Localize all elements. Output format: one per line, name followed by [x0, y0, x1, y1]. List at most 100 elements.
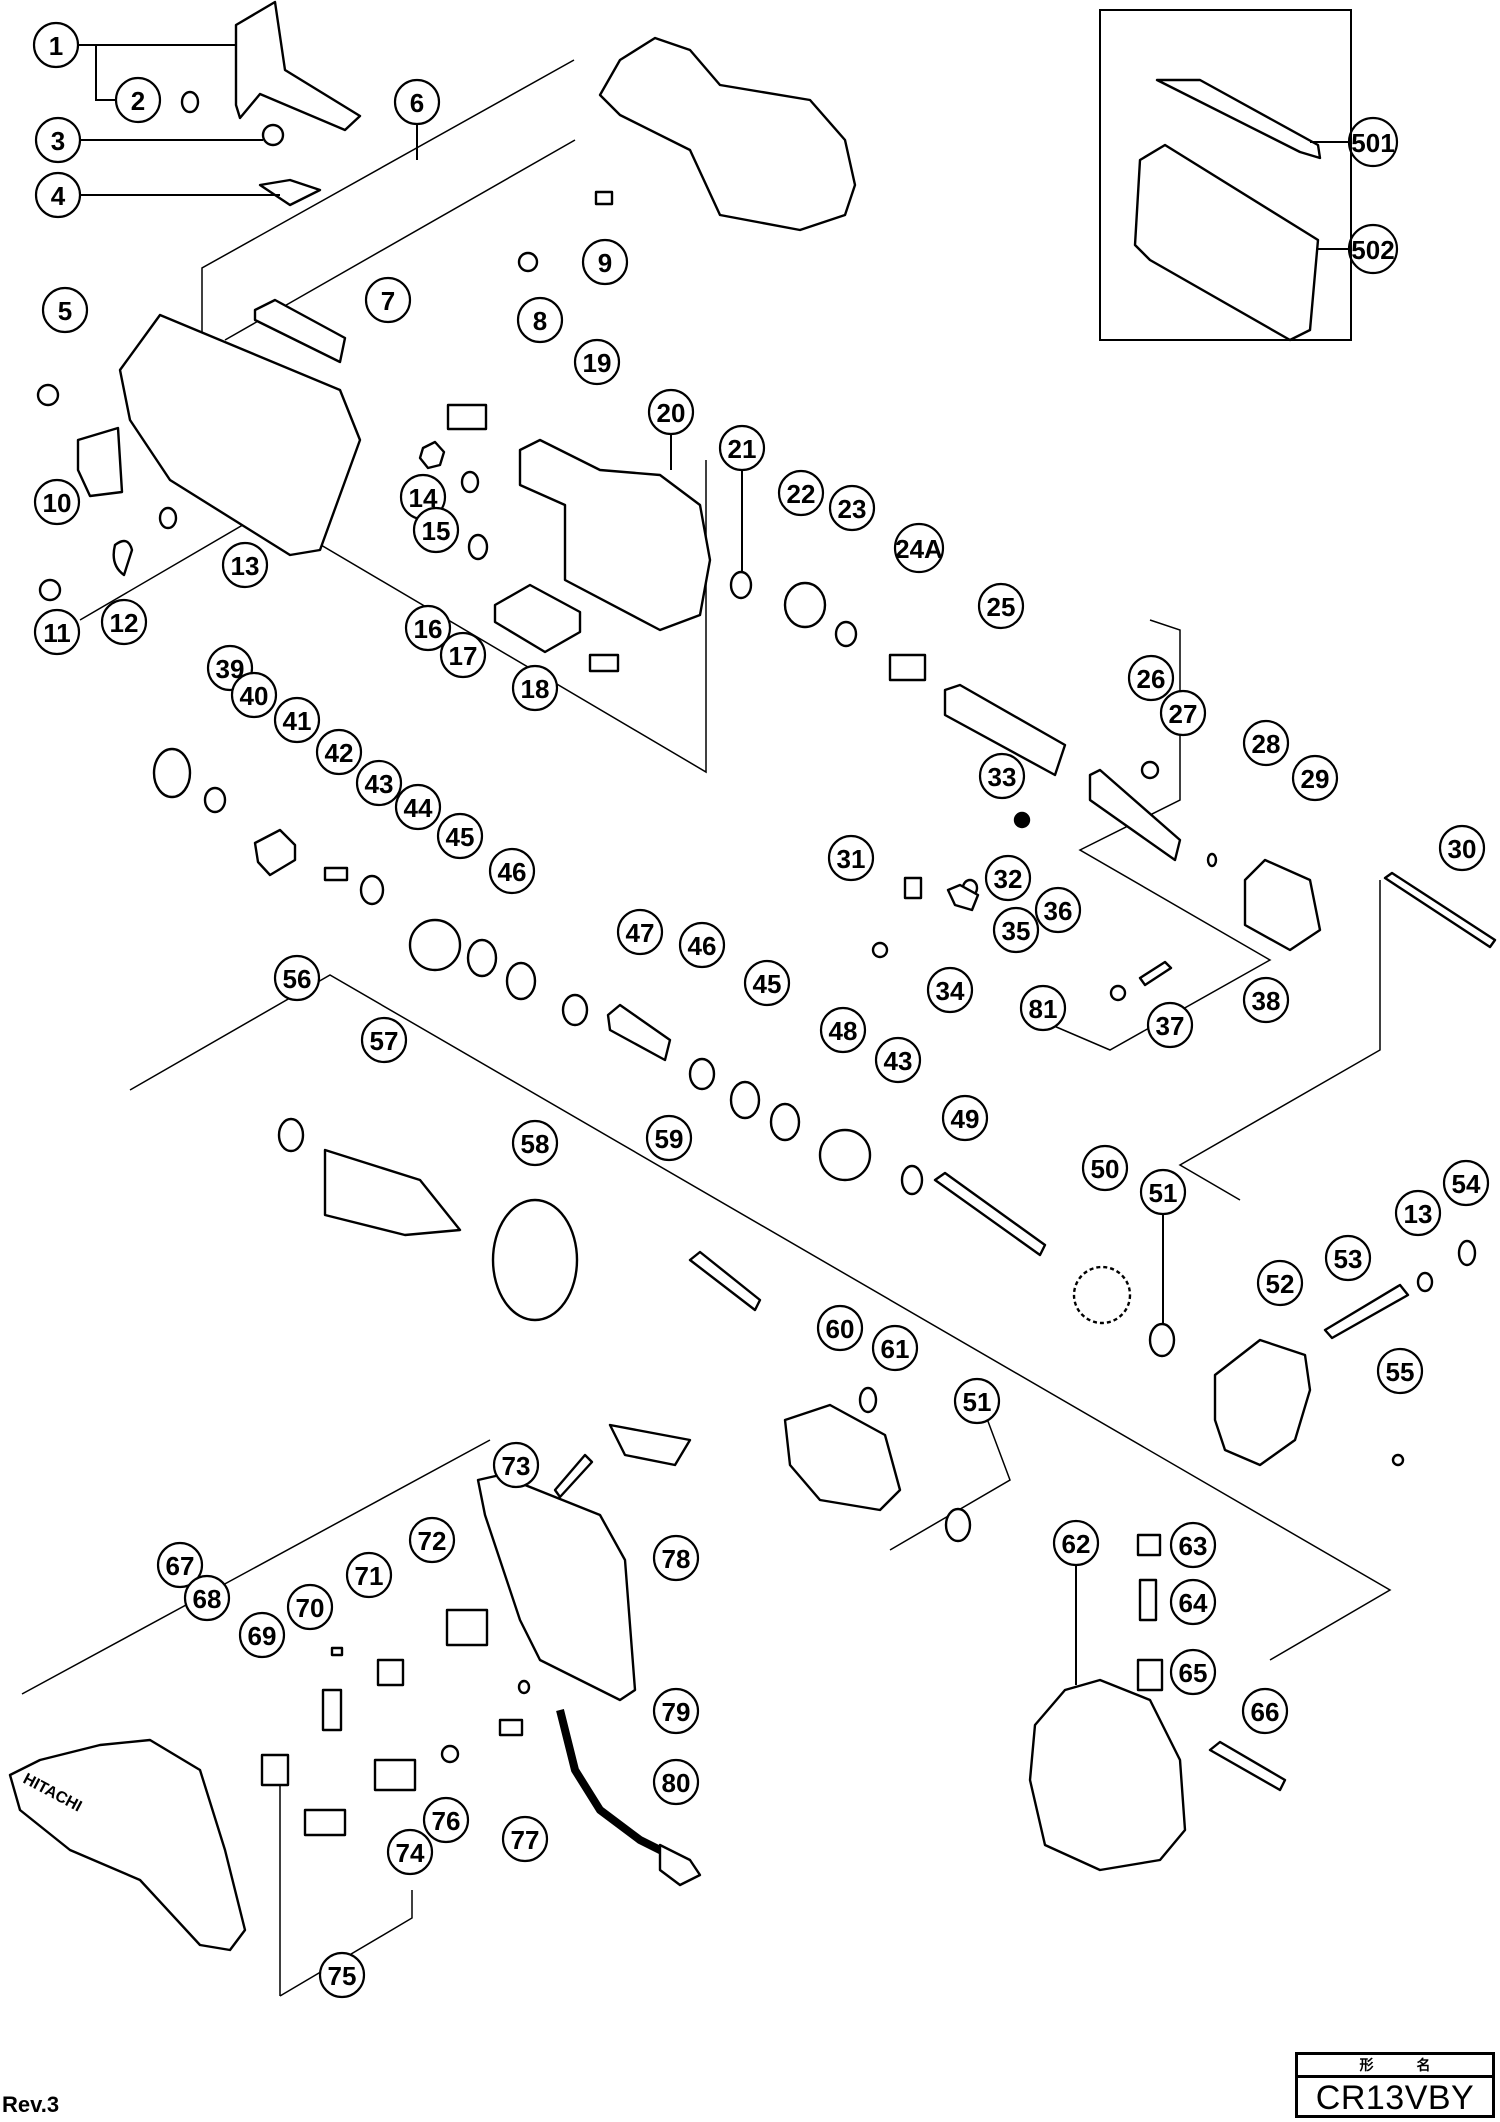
callout-number: 62 [1062, 1529, 1091, 1559]
callout-72: 72 [408, 1516, 456, 1564]
callout-circle [355, 759, 403, 807]
callout-number: 64 [1179, 1588, 1208, 1618]
callout-circle [984, 854, 1032, 902]
part-washer-13b [1416, 1271, 1434, 1293]
callout-circle [516, 296, 564, 344]
callout-circle [1291, 754, 1339, 802]
callout-number: 72 [418, 1526, 447, 1556]
callout-63: 63 [1169, 1521, 1217, 1569]
callout-circle [1081, 1144, 1129, 1192]
part-inner-cover [1213, 1338, 1312, 1467]
callout-circle [408, 1516, 456, 1564]
callout-60: 60 [816, 1304, 864, 1352]
callout-circle [404, 604, 452, 652]
part-ring-26 [1140, 760, 1160, 780]
callout-circle [1438, 824, 1486, 872]
callout-79: 79 [652, 1687, 700, 1735]
callout-8: 8 [516, 296, 564, 344]
part-housing-top [598, 36, 857, 232]
part-bolt-59 [688, 1250, 762, 1312]
part-bearing-45d [769, 1102, 801, 1142]
callout-38: 38 [1242, 976, 1290, 1024]
part-motor-housing [1028, 1678, 1187, 1872]
callout-number: 22 [787, 479, 816, 509]
callout-circle [1169, 1578, 1217, 1626]
part-plunger [1088, 768, 1182, 862]
callout-circle [492, 1441, 540, 1489]
part-terminal-clip [446, 403, 488, 431]
callout-number: 37 [1156, 1011, 1185, 1041]
part-screw-73 [553, 1453, 594, 1499]
callout-number: 53 [1334, 1244, 1363, 1274]
callout-number: 38 [1252, 986, 1281, 1016]
callout-number: 13 [1404, 1199, 1433, 1229]
callout-68: 68 [183, 1574, 231, 1622]
callout-number: 65 [1179, 1658, 1208, 1688]
callout-40: 40 [230, 671, 278, 719]
callout-circle [501, 1815, 549, 1863]
part-carbon-brush [1138, 1578, 1158, 1622]
callout-number: 51 [1149, 1178, 1178, 1208]
part-handle-cover [8, 1738, 247, 1952]
callout-circle [978, 752, 1026, 800]
callout-circle [230, 671, 278, 719]
model-header-char-2: 名 [1416, 2058, 1431, 2074]
callout-circle [678, 921, 726, 969]
part-plate [258, 178, 322, 207]
callout-35: 35 [992, 906, 1040, 954]
callout-19: 19 [573, 338, 621, 386]
callout-circle [1169, 1648, 1217, 1696]
callout-number: 77 [511, 1825, 540, 1855]
callout-circle [1052, 1519, 1100, 1567]
part-brush-holder [493, 583, 582, 654]
callout-circle [1242, 976, 1290, 1024]
callout-circle [941, 1094, 989, 1142]
callout-34: 34 [926, 966, 974, 1014]
callout-number: 36 [1044, 896, 1073, 926]
part-spring-69 [330, 1646, 344, 1657]
part-ring-43a [359, 874, 385, 906]
callout-number: 21 [728, 434, 757, 464]
callout-circle [645, 1114, 693, 1162]
part-sleeve-24A [888, 653, 927, 682]
part-ring-43b [900, 1164, 924, 1196]
part-bearing-56 [277, 1117, 305, 1153]
part-controller [303, 1808, 347, 1837]
part-bearing-45b [505, 961, 537, 1001]
callout-number: 51 [963, 1387, 992, 1417]
callout-52: 52 [1256, 1259, 1304, 1307]
part-nameplate-78 [608, 1423, 692, 1467]
part-knob [445, 1608, 489, 1647]
callout-circle [386, 1828, 434, 1876]
callout-number: 46 [498, 857, 527, 887]
callout-45: 45 [436, 812, 484, 860]
part-ring-46b [688, 1057, 716, 1091]
part-pin-38 [1138, 960, 1173, 987]
callout-81: 81 [1019, 984, 1067, 1032]
callout-29: 29 [1291, 754, 1339, 802]
callout-61: 61 [871, 1324, 919, 1372]
callout-77: 77 [501, 1815, 549, 1863]
callout-number: 3 [51, 126, 65, 156]
callout-number: 45 [753, 969, 782, 999]
callout-55: 55 [1376, 1347, 1424, 1395]
part-screw-3 [261, 123, 285, 147]
callout-number: 33 [988, 762, 1017, 792]
callout-6: 6 [393, 78, 441, 126]
callout-circle [871, 1324, 919, 1372]
model-header: 形 名 [1298, 2055, 1492, 2078]
part-housing-left [118, 313, 362, 557]
callout-14: 14 [399, 473, 447, 521]
callout-circle [652, 1534, 700, 1582]
callout-number: 47 [626, 918, 655, 948]
part-bearing-51b [944, 1507, 972, 1543]
callout-circle [100, 598, 148, 646]
callout-circle [114, 76, 162, 124]
callout-circle [1347, 116, 1399, 168]
part-cord-armor [556, 1709, 672, 1859]
callout-67: 67 [156, 1541, 204, 1589]
part-crank-48 [818, 1128, 872, 1182]
callout-circle [1159, 689, 1207, 737]
callout-number: 12 [110, 608, 139, 638]
callout-43: 43 [355, 759, 403, 807]
